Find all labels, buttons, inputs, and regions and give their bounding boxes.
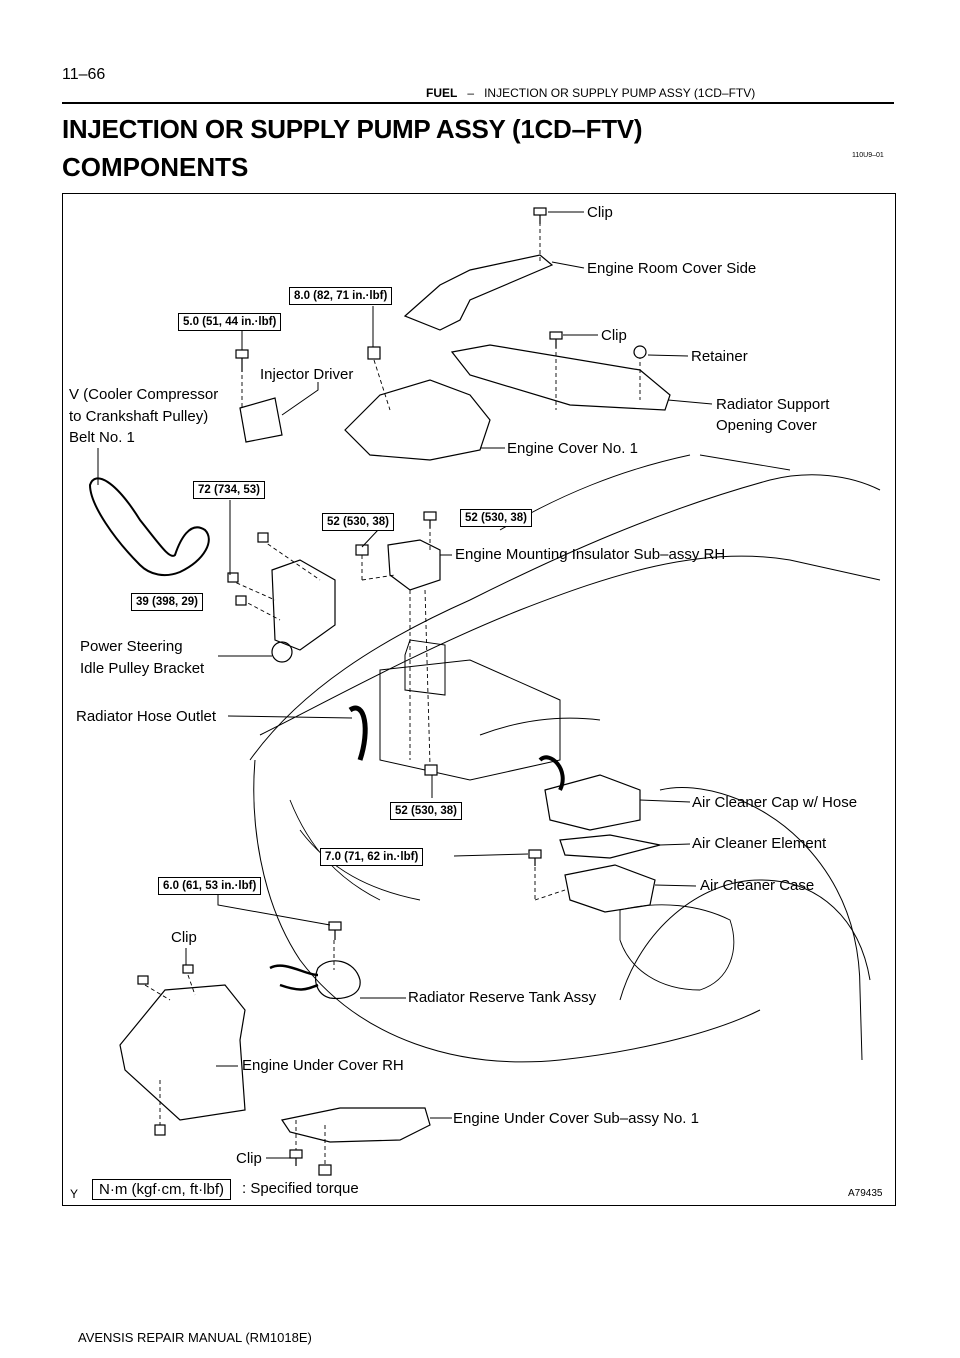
figure-code: A79435 <box>848 1188 883 1199</box>
car-headlamp <box>619 904 735 991</box>
reserve-tank-top <box>404 639 446 696</box>
section-heading: COMPONENTS <box>62 152 249 182</box>
radiator-hose-outlet <box>348 705 368 761</box>
torque-72: 72 (734, 53) <box>193 481 266 499</box>
bolt-6-0 <box>328 921 342 940</box>
engine-block <box>379 659 561 781</box>
car-fender <box>659 786 863 1061</box>
injector-driver <box>239 397 283 443</box>
power-steering-bracket <box>271 559 336 651</box>
radiator-support-opening-cover <box>450 344 671 411</box>
label-engine-cover-no1: Engine Cover No. 1 <box>507 440 638 457</box>
car-body-outline <box>249 474 881 761</box>
bolt-5-0 <box>235 349 249 372</box>
bolt-8-0 <box>367 346 381 360</box>
car-hood-line <box>259 555 881 736</box>
running-header: FUEL – INJECTION OR SUPPLY PUMP ASSY (1C… <box>426 86 755 100</box>
bolt-39 <box>235 595 247 606</box>
intake-pipe <box>479 717 601 736</box>
engine-under-cover-no1 <box>281 1107 431 1143</box>
torque-52-b: 52 (530, 38) <box>460 509 533 527</box>
torque-52-a: 52 (530, 38) <box>322 513 395 531</box>
header-rule <box>62 102 894 104</box>
legend-torque-unit: N·m (kgf·cm, ft·lbf) <box>92 1179 231 1200</box>
label-clip-left: Clip <box>171 929 197 946</box>
label-radiator-reserve-tank: Radiator Reserve Tank Assy <box>408 989 597 1006</box>
bolt-under-no1 <box>318 1164 332 1176</box>
engine-mount-rh <box>387 539 441 591</box>
label-engine-under-cover-rh: Engine Under Cover RH <box>242 1057 404 1074</box>
page-number: 11–66 <box>62 66 106 83</box>
figure-mark: Y <box>70 1187 79 1201</box>
bolt-72-b <box>227 572 239 583</box>
label-radiator-support-2: Opening Cover <box>716 417 817 434</box>
header-section: FUEL <box>426 86 458 100</box>
label-air-cleaner-case: Air Cleaner Case <box>700 877 815 894</box>
torque-5-0: 5.0 (51, 44 in.·lbf) <box>178 313 282 331</box>
radiator-reserve-tank <box>315 960 361 1000</box>
bolt-72-a <box>257 532 269 543</box>
air-cleaner-hose <box>538 755 565 791</box>
bolt-7-0 <box>528 849 542 866</box>
label-retainer: Retainer <box>691 348 748 365</box>
legend-description: : Specified torque <box>242 1180 359 1197</box>
label-v-belt-1: V (Cooler Compressor <box>69 386 219 403</box>
engine-room-cover-side <box>403 254 554 331</box>
air-cleaner-cap <box>544 774 641 831</box>
label-clip-top: Clip <box>587 204 613 221</box>
bolt-clip-bottom <box>289 1149 303 1166</box>
torque-52-c: 52 (530, 38) <box>390 802 463 820</box>
bolt-under-rh-lower <box>154 1124 166 1136</box>
air-cleaner-case <box>564 864 656 913</box>
label-air-cleaner-element: Air Cleaner Element <box>692 835 827 852</box>
car-windshield <box>499 454 791 531</box>
label-engine-room-cover-side: Engine Room Cover Side <box>587 260 757 277</box>
header-separator: – <box>467 86 475 100</box>
torque-8-0: 8.0 (82, 71 in.·lbf) <box>289 287 393 305</box>
label-injector-driver: Injector Driver <box>260 366 354 383</box>
label-radiator-support-1: Radiator Support <box>716 396 830 413</box>
torque-39: 39 (398, 29) <box>131 593 204 611</box>
bolt-clip-left <box>182 964 194 974</box>
bolt-under-rh <box>137 975 149 985</box>
label-engine-under-cover-no1: Engine Under Cover Sub–assy No. 1 <box>453 1110 699 1127</box>
label-ps-bracket-1: Power Steering <box>80 638 183 655</box>
air-cleaner-element <box>559 834 661 859</box>
engine-under-cover-rh <box>119 984 246 1121</box>
label-air-cleaner-cap: Air Cleaner Cap w/ Hose <box>692 794 858 811</box>
header-subtitle: INJECTION OR SUPPLY PUMP ASSY (1CD–FTV) <box>484 86 756 100</box>
label-clip-mid: Clip <box>601 327 627 344</box>
document-code: 110U9–01 <box>852 152 884 159</box>
idle-pulley <box>271 641 293 663</box>
diagram-frame <box>62 193 896 1206</box>
bolt-52-b <box>423 511 437 528</box>
page-title: INJECTION OR SUPPLY PUMP ASSY (1CD–FTV) <box>62 114 643 144</box>
label-v-belt-3: Belt No. 1 <box>69 429 135 446</box>
car-front-bumper <box>253 759 761 1063</box>
v-belt <box>88 477 210 577</box>
bolt-retainer <box>633 345 647 359</box>
bolt-52-c <box>424 764 438 776</box>
bolt-52-a <box>355 544 369 556</box>
page-footer: AVENSIS REPAIR MANUAL (RM1018E) <box>78 1330 312 1345</box>
label-clip-bottom: Clip <box>236 1150 262 1167</box>
bolt-clip-mid <box>549 331 563 348</box>
label-v-belt-2: to Crankshaft Pulley) <box>69 408 209 425</box>
bolt-clip-top <box>533 207 547 224</box>
car-wheel-arch <box>619 879 871 1001</box>
engine-cover-no1 <box>344 379 491 461</box>
torque-6-0: 6.0 (61, 53 in.·lbf) <box>158 877 262 895</box>
torque-7-0: 7.0 (71, 62 in.·lbf) <box>320 848 424 866</box>
reserve-tank-hose <box>269 964 319 991</box>
label-ps-bracket-2: Idle Pulley Bracket <box>80 660 205 677</box>
label-radiator-hose-outlet: Radiator Hose Outlet <box>76 708 217 725</box>
label-engine-mount-rh: Engine Mounting Insulator Sub–assy RH <box>455 546 726 563</box>
